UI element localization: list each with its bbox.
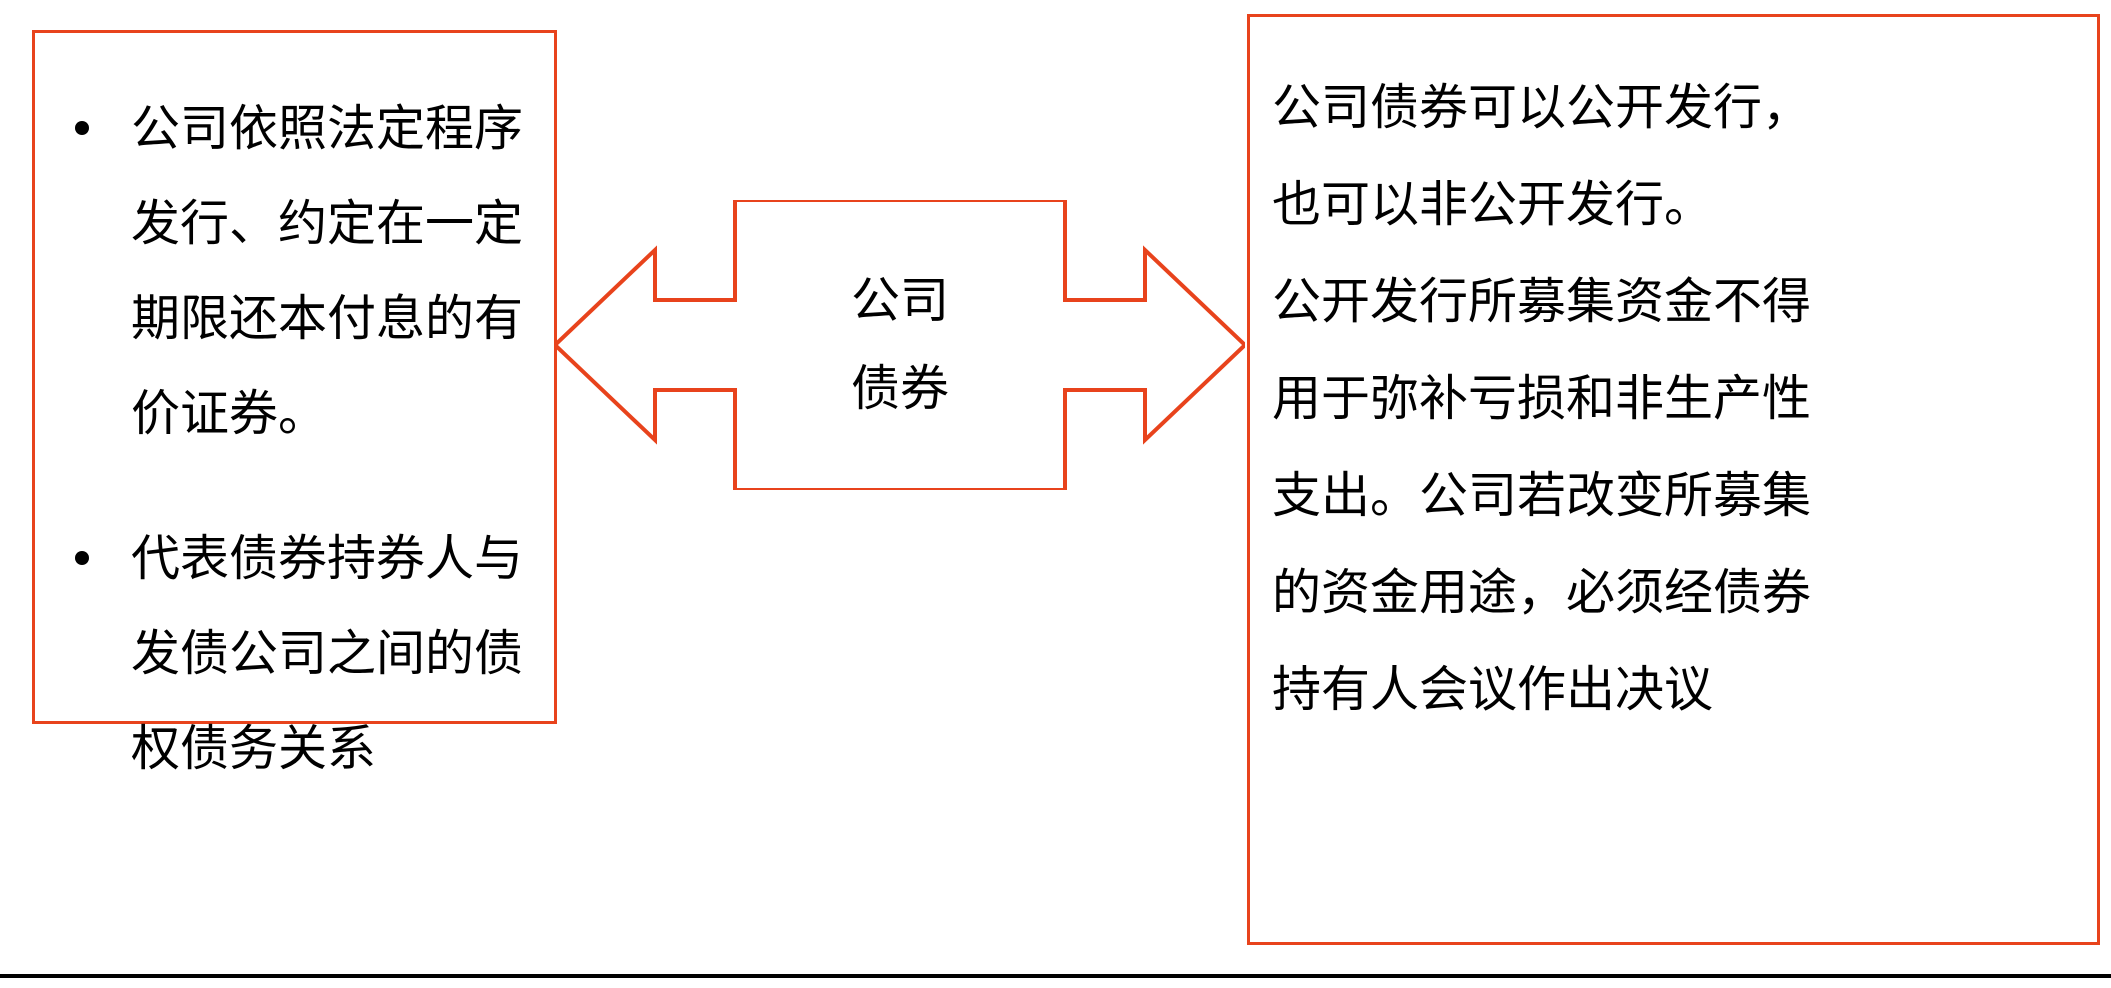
bottom-divider: [0, 974, 2111, 978]
left-definition-box: 公司依照法定程序 发行、约定在一定 期限还本付息的有 价证券。 代表债券持券人与…: [32, 30, 557, 777]
list-item: 公司依照法定程序 发行、约定在一定 期限还本付息的有 价证券。: [53, 81, 553, 461]
list-item: 代表债券持券人与 发债公司之间的债 权债务关系: [53, 511, 553, 796]
double-headed-arrow-shape: 公司 债券: [555, 200, 1245, 490]
bullet-text: 公司依照法定程序 发行、约定在一定 期限还本付息的有 价证券。: [131, 100, 524, 442]
bullet-dot-icon: [75, 121, 89, 135]
bullet-text: 代表债券持券人与 发债公司之间的债 权债务关系: [131, 530, 524, 777]
bullet-dot-icon: [75, 551, 89, 565]
left-bullet-list: 公司依照法定程序 发行、约定在一定 期限还本付息的有 价证券。 代表债券持券人与…: [53, 81, 553, 796]
right-detail-box: 公司债券可以公开发行， 也可以非公开发行。 公开发行所募集资金不得 用于弥补亏损…: [1247, 14, 2100, 945]
double-arrow-icon: [555, 200, 1245, 490]
right-paragraph-text: 公司债券可以公开发行， 也可以非公开发行。 公开发行所募集资金不得 用于弥补亏损…: [1272, 79, 1812, 718]
